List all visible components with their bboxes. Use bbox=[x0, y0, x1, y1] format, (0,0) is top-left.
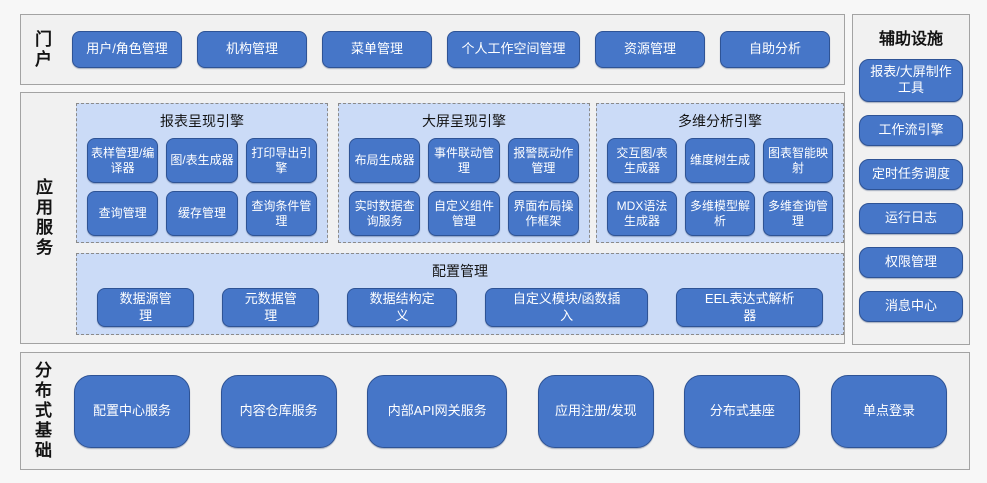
section-distributed-infrastructure: 分布式基础 配置中心服务 内容仓库服务 内部API网关服务 应用注册/发现 分布… bbox=[20, 352, 970, 470]
olap-engine-btn-mdx-syntax-generator[interactable]: MDX语法生成器 bbox=[607, 191, 677, 236]
report-engine-btn-style-mgmt-compiler[interactable]: 表样管理/编译器 bbox=[87, 138, 159, 183]
auxiliary-button-list: 报表/大屏制作工具 工作流引擎 定时任务调度 运行日志 权限管理 消息中心 bbox=[853, 59, 969, 322]
infra-btn-app-registration-discovery[interactable]: 应用注册/发现 bbox=[537, 374, 654, 448]
report-engine-btn-chart-table-generator[interactable]: 图/表生成器 bbox=[166, 138, 238, 183]
config-mgmt-title: 配置管理 bbox=[432, 263, 488, 279]
distributed-infrastructure-label: 分布式基础 bbox=[32, 361, 51, 461]
olap-engine-grid: 交互图/表生成器 维度树生成 图表智能映射 MDX语法生成器 多维模型解析 多维… bbox=[597, 131, 843, 246]
config-btn-datasource-mgmt[interactable]: 数据源管理 bbox=[97, 288, 195, 327]
aux-button-report-bigscreen-tool[interactable]: 报表/大屏制作工具 bbox=[859, 59, 963, 102]
config-btn-custom-module-function-insert[interactable]: 自定义模块/函数插入 bbox=[484, 288, 649, 327]
infra-btn-config-center-service[interactable]: 配置中心服务 bbox=[74, 374, 190, 448]
olap-engine-btn-multidim-query-mgmt[interactable]: 多维查询管理 bbox=[763, 191, 833, 236]
portal-button-menu-mgmt[interactable]: 菜单管理 bbox=[322, 31, 432, 68]
aux-button-message-center[interactable]: 消息中心 bbox=[859, 290, 963, 322]
section-portal: 门户 用户/角色管理 机构管理 菜单管理 个人工作空间管理 资源管理 自助分析 bbox=[20, 14, 845, 85]
portal-button-self-service-analysis[interactable]: 自助分析 bbox=[720, 31, 830, 68]
portal-label: 门户 bbox=[32, 29, 51, 70]
auxiliary-facilities-title: 辅助设施 bbox=[878, 31, 943, 48]
report-engine-btn-cache-mgmt[interactable]: 缓存管理 bbox=[166, 191, 238, 236]
bigscreen-engine-btn-event-linkage-mgmt[interactable]: 事件联动管理 bbox=[428, 138, 500, 183]
bigscreen-engine-btn-alarm-action-mgmt[interactable]: 报警既动作管理 bbox=[507, 138, 579, 183]
section-auxiliary-facilities: 辅助设施 报表/大屏制作工具 工作流引擎 定时任务调度 运行日志 权限管理 消息… bbox=[852, 14, 970, 345]
portal-button-user-role-mgmt[interactable]: 用户/角色管理 bbox=[72, 31, 182, 68]
bigscreen-engine-title: 大屏呈现引擎 bbox=[422, 113, 506, 129]
portal-button-personal-workspace-mgmt[interactable]: 个人工作空间管理 bbox=[447, 31, 580, 68]
report-engine-title: 报表呈现引擎 bbox=[160, 113, 244, 129]
olap-engine-btn-dimension-tree[interactable]: 维度树生成 bbox=[685, 138, 755, 183]
aux-button-workflow-engine[interactable]: 工作流引擎 bbox=[859, 114, 963, 146]
infra-button-row: 配置中心服务 内容仓库服务 内部API网关服务 应用注册/发现 分布式基座 单点… bbox=[74, 374, 947, 448]
portal-button-org-mgmt[interactable]: 机构管理 bbox=[197, 31, 307, 68]
bigscreen-engine-btn-realtime-data-query[interactable]: 实时数据查询服务 bbox=[349, 191, 421, 236]
group-report-rendering-engine: 报表呈现引擎 表样管理/编译器 图/表生成器 打印导出引擎 查询管理 缓存管理 … bbox=[76, 103, 328, 243]
report-engine-btn-query-condition-mgmt[interactable]: 查询条件管理 bbox=[245, 191, 317, 236]
bigscreen-engine-btn-ui-layout-framework[interactable]: 界面布局操作框架 bbox=[507, 191, 579, 236]
infra-btn-content-repository-service[interactable]: 内容仓库服务 bbox=[220, 374, 337, 448]
olap-engine-btn-model-parsing[interactable]: 多维模型解析 bbox=[685, 191, 755, 236]
aux-button-permission-mgmt[interactable]: 权限管理 bbox=[859, 246, 963, 278]
infra-btn-distributed-base[interactable]: 分布式基座 bbox=[684, 374, 801, 448]
aux-button-scheduled-task[interactable]: 定时任务调度 bbox=[859, 158, 963, 190]
olap-engine-title: 多维分析引擎 bbox=[678, 113, 762, 129]
portal-button-resource-mgmt[interactable]: 资源管理 bbox=[595, 31, 705, 68]
portal-button-row: 用户/角色管理 机构管理 菜单管理 个人工作空间管理 资源管理 自助分析 bbox=[72, 31, 830, 68]
config-btn-data-structure-definition[interactable]: 数据结构定义 bbox=[347, 288, 457, 327]
infra-btn-single-sign-on[interactable]: 单点登录 bbox=[830, 374, 947, 448]
aux-button-run-log[interactable]: 运行日志 bbox=[859, 202, 963, 234]
bigscreen-engine-btn-layout-generator[interactable]: 布局生成器 bbox=[349, 138, 421, 183]
group-olap-analysis-engine: 多维分析引擎 交互图/表生成器 维度树生成 图表智能映射 MDX语法生成器 多维… bbox=[596, 103, 844, 243]
bigscreen-engine-grid: 布局生成器 事件联动管理 报警既动作管理 实时数据查询服务 自定义组件管理 界面… bbox=[339, 131, 589, 246]
bigscreen-engine-btn-custom-component-mgmt[interactable]: 自定义组件管理 bbox=[428, 191, 500, 236]
infra-btn-internal-api-gateway-service[interactable]: 内部API网关服务 bbox=[367, 374, 508, 448]
group-configuration-mgmt: 配置管理 数据源管理 元数据管理 数据结构定义 自定义模块/函数插入 EEL表达… bbox=[76, 253, 844, 335]
application-services-label: 应用服务 bbox=[33, 178, 52, 258]
report-engine-btn-query-mgmt[interactable]: 查询管理 bbox=[87, 191, 159, 236]
section-application-services: 应用服务 报表呈现引擎 表样管理/编译器 图/表生成器 打印导出引擎 查询管理 … bbox=[20, 92, 845, 344]
olap-engine-btn-smart-chart-mapping[interactable]: 图表智能映射 bbox=[763, 138, 833, 183]
group-bigscreen-rendering-engine: 大屏呈现引擎 布局生成器 事件联动管理 报警既动作管理 实时数据查询服务 自定义… bbox=[338, 103, 590, 243]
olap-engine-btn-interactive-chart-generator[interactable]: 交互图/表生成器 bbox=[607, 138, 677, 183]
report-engine-grid: 表样管理/编译器 图/表生成器 打印导出引擎 查询管理 缓存管理 查询条件管理 bbox=[77, 131, 327, 246]
report-engine-btn-print-export-engine[interactable]: 打印导出引擎 bbox=[245, 138, 317, 183]
config-btn-metadata-mgmt[interactable]: 元数据管理 bbox=[222, 288, 320, 327]
config-btn-eel-expression-parser[interactable]: EEL表达式解析器 bbox=[676, 288, 823, 327]
config-button-row: 数据源管理 元数据管理 数据结构定义 自定义模块/函数插入 EEL表达式解析器 bbox=[77, 281, 843, 327]
